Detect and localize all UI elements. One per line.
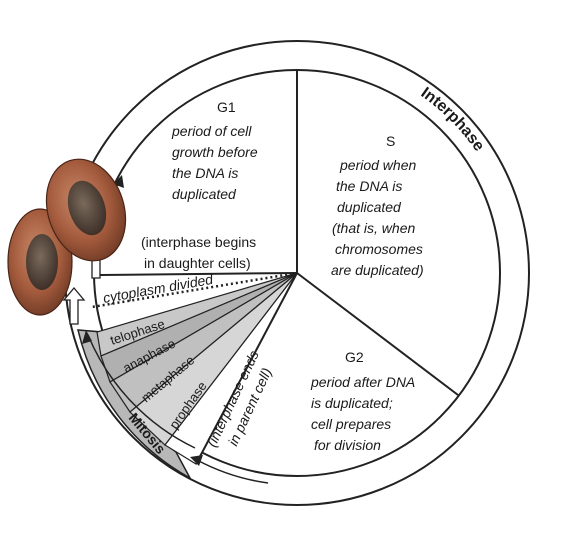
s-description: period when the DNA is duplicated (that … (331, 157, 427, 278)
g2-description: period after DNA is duplicated; cell pre… (310, 374, 419, 453)
daughter-cell-front (45, 158, 127, 262)
g1-description: period of cell growth before the DNA is … (171, 123, 262, 202)
sector-dividers (99, 70, 459, 465)
g1-title: G1 (217, 99, 236, 115)
s-title: S (386, 133, 395, 149)
g2-title: G2 (345, 349, 364, 365)
arrowheads (82, 175, 203, 466)
g1-note: (interphase begins in daughter cells) (141, 234, 260, 271)
